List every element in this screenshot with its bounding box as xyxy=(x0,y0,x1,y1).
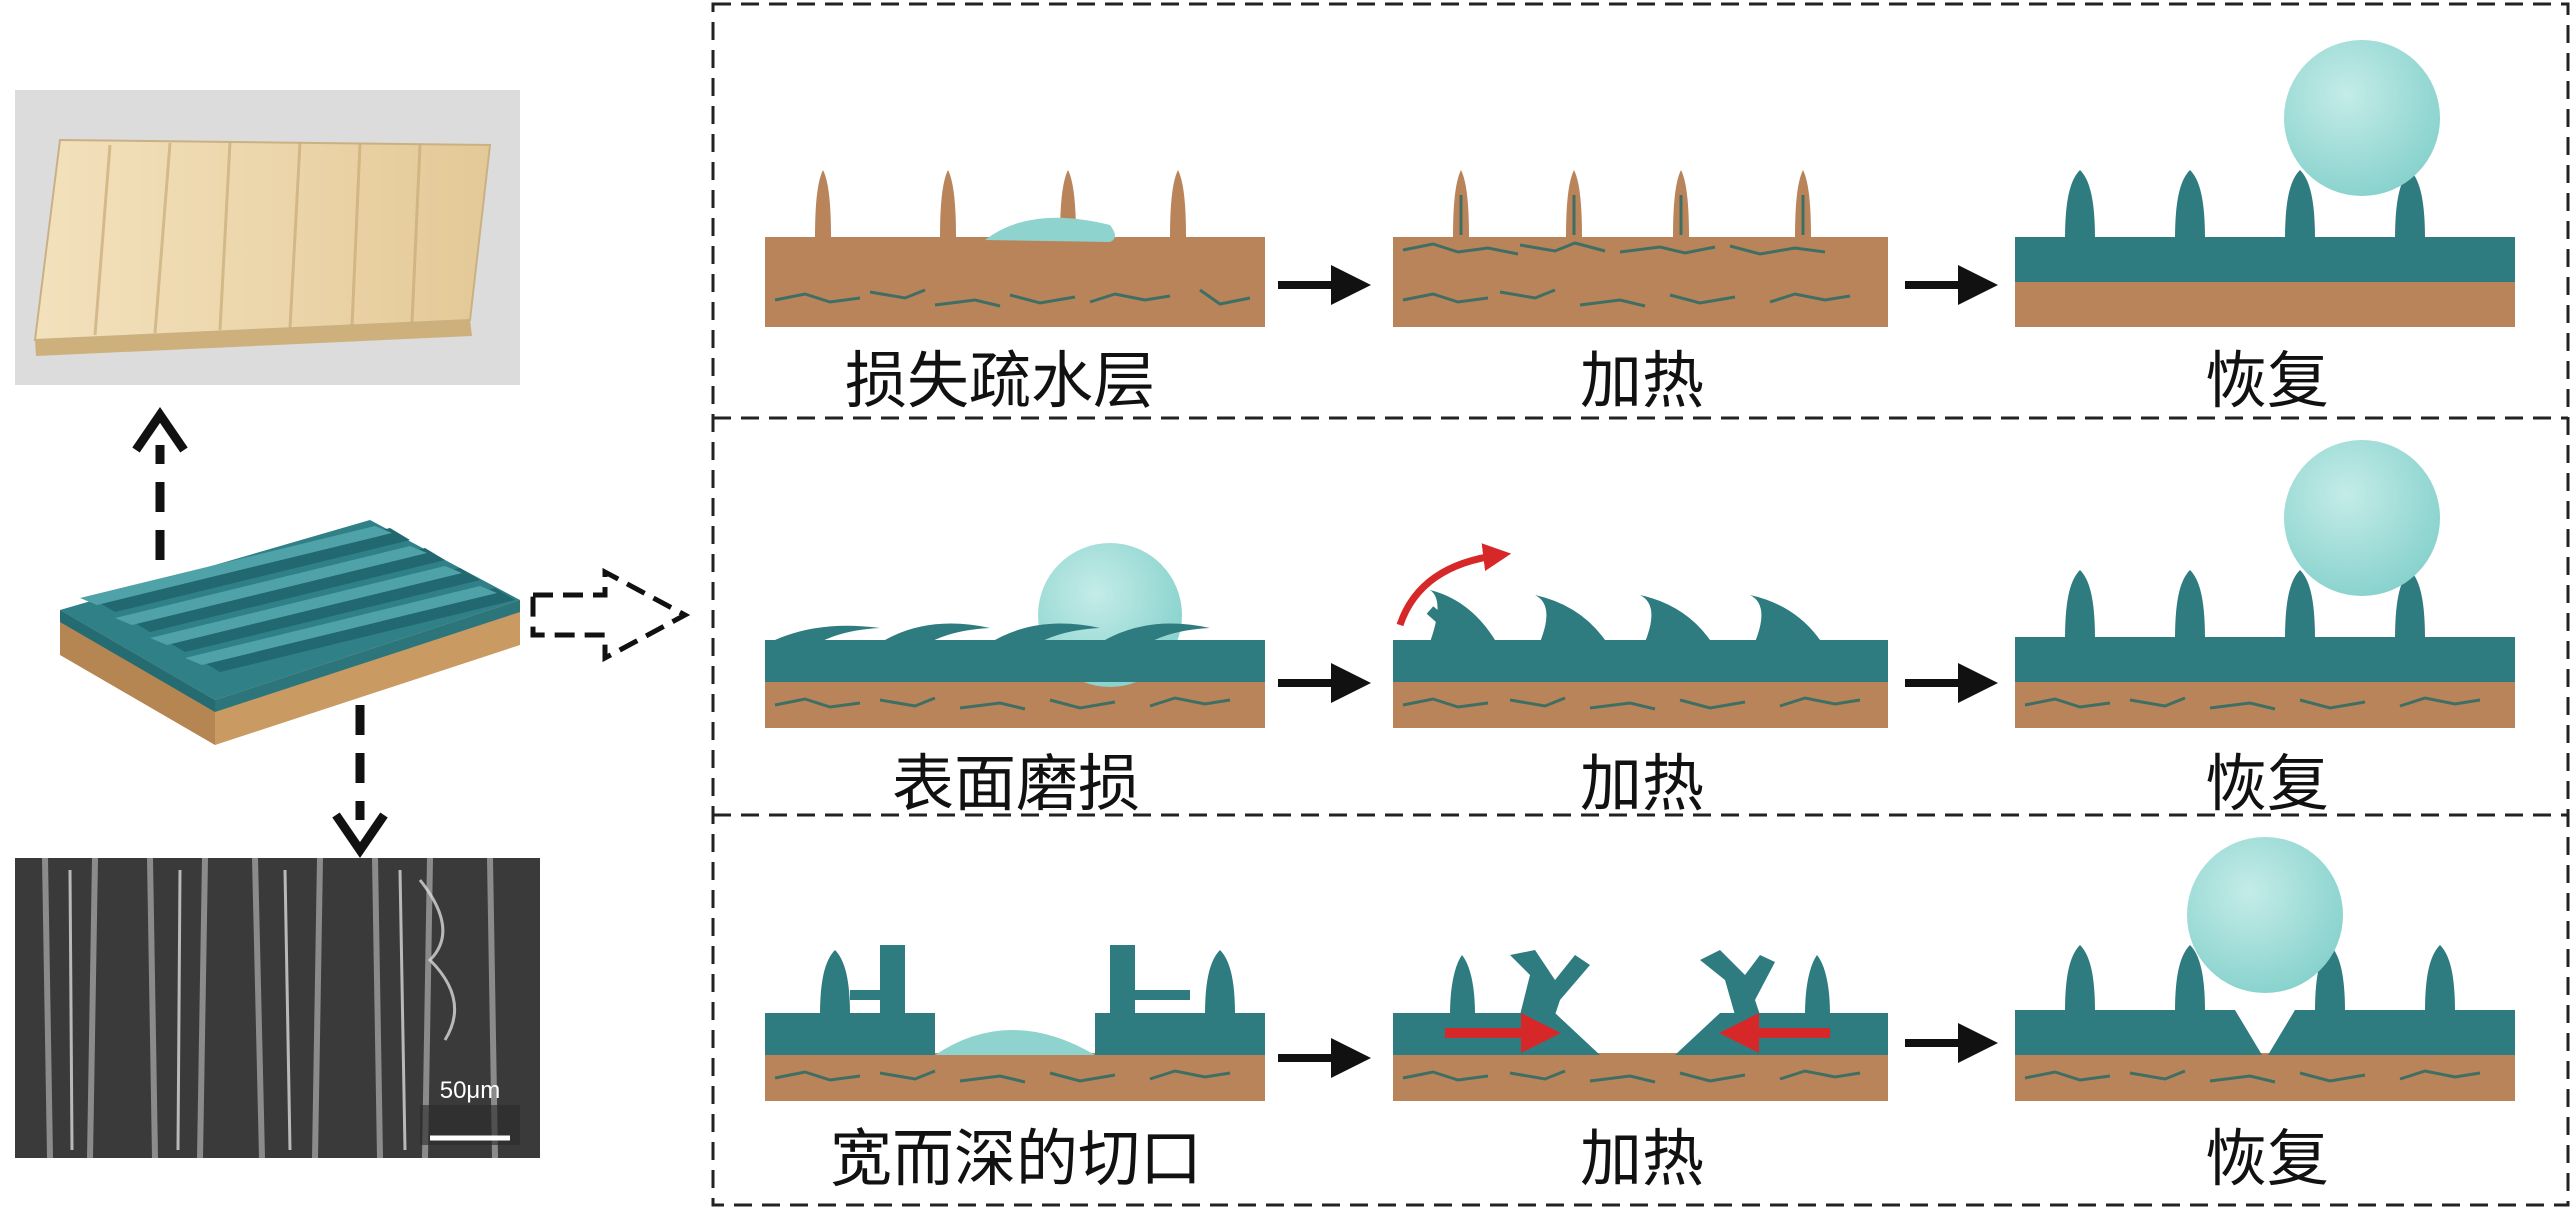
row3-label-heat: 加热 xyxy=(1580,1122,1705,1195)
row1-panel2 xyxy=(1393,170,1888,327)
process-arrow xyxy=(530,567,691,663)
row3-label-damage: 宽而深的切口 xyxy=(830,1122,1203,1195)
row3-panel2 xyxy=(1393,950,1888,1101)
row2-panel3 xyxy=(2015,440,2515,728)
sem-scale-label: 50μm xyxy=(440,1077,501,1104)
row1-panel1 xyxy=(765,170,1265,327)
row1-label-heat: 加热 xyxy=(1580,344,1705,417)
sem-image xyxy=(15,857,540,1159)
frames xyxy=(711,2,2570,1207)
row2-label-recover: 恢复 xyxy=(2205,747,2330,820)
down-arrow xyxy=(332,705,388,858)
row1-label-recover: 恢复 xyxy=(2205,344,2330,417)
row3-label-recover: 恢复 xyxy=(2205,1122,2330,1195)
up-arrow xyxy=(132,407,188,560)
wood-photo xyxy=(15,90,520,385)
row1-panel3 xyxy=(2015,40,2515,327)
row1-label-damage: 损失疏水层 xyxy=(845,344,1156,417)
row1 xyxy=(765,40,2515,327)
row2 xyxy=(765,440,2515,728)
row3-panel3 xyxy=(2015,837,2515,1101)
treated-wood-block xyxy=(60,520,520,745)
row2-label-damage: 表面磨损 xyxy=(892,747,1141,820)
row3 xyxy=(765,837,2515,1101)
row2-label-heat: 加热 xyxy=(1580,747,1705,820)
row2-panel1 xyxy=(765,543,1265,728)
row2-panel2 xyxy=(1393,543,1888,728)
row3-panel1 xyxy=(765,945,1265,1101)
